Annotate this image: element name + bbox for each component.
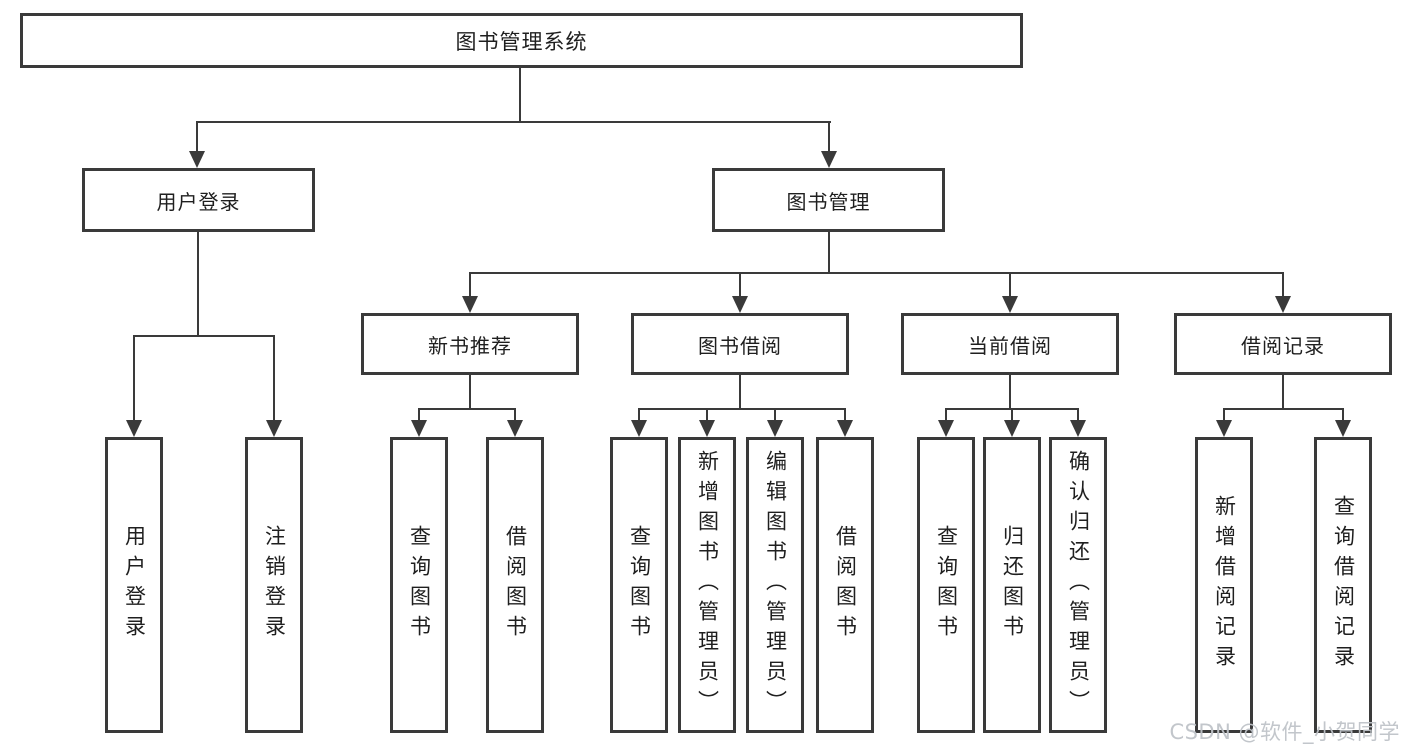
- connector-userlogin-drop: [197, 232, 199, 337]
- connector-borrow-rail: [638, 408, 846, 410]
- connector-records-stub-2: [1342, 408, 1344, 422]
- csdn-watermark: CSDN @软件_小贺同学: [1169, 720, 1400, 744]
- node-user-login-label: 用户登录: [156, 189, 241, 214]
- leaf-borrow-books-label: 借阅图书: [833, 525, 858, 645]
- arrowhead-icon: [1002, 296, 1018, 313]
- node-current-borrow-label: 当前借阅: [968, 333, 1052, 358]
- leaf-edit-book-admin-label: 编辑图书（管理员）: [763, 450, 788, 720]
- leaf-query-books-borrow-label: 查询图书: [627, 525, 652, 645]
- leaf-add-book-admin: 新增图书（管理员）: [678, 437, 736, 733]
- arrowhead-icon: [126, 420, 142, 437]
- node-user-login: 用户登录: [82, 168, 315, 232]
- connector-borrow-stub-1: [638, 408, 640, 422]
- connector-userlogin-stub-2: [273, 335, 275, 421]
- leaf-query-books-recommend: 查询图书: [390, 437, 448, 733]
- connector-records-drop: [1282, 375, 1284, 410]
- connector-l2-stub-left: [196, 121, 198, 152]
- node-book-borrow: 图书借阅: [631, 313, 849, 375]
- leaf-query-borrow-record: 查询借阅记录: [1314, 437, 1372, 733]
- leaf-edit-book-admin: 编辑图书（管理员）: [746, 437, 804, 733]
- arrowhead-icon: [631, 420, 647, 437]
- leaf-confirm-return-admin: 确认归还（管理员）: [1049, 437, 1107, 733]
- connector-bookmgmt-drop: [828, 232, 830, 274]
- leaf-query-books-borrow: 查询图书: [610, 437, 668, 733]
- node-book-management: 图书管理: [712, 168, 945, 232]
- leaf-query-books-recommend-label: 查询图书: [407, 525, 432, 645]
- connector-borrow-stub-2: [706, 408, 708, 422]
- connector-userlogin-stub-1: [133, 335, 135, 421]
- connector-root-drop: [519, 68, 521, 122]
- leaf-query-books-current-label: 查询图书: [934, 525, 959, 645]
- connector-l2-stub-right: [828, 121, 830, 152]
- connector-l3-rail: [469, 272, 1284, 274]
- node-root: 图书管理系统: [20, 13, 1023, 68]
- connector-current-stub-1: [945, 408, 947, 422]
- arrowhead-icon: [462, 296, 478, 313]
- connector-l3-stub-1: [469, 272, 471, 297]
- arrowhead-icon: [507, 420, 523, 437]
- arrowhead-icon: [1275, 296, 1291, 313]
- arrowhead-icon: [837, 420, 853, 437]
- connector-l3-stub-4: [1282, 272, 1284, 297]
- leaf-user-login: 用户登录: [105, 437, 163, 733]
- arrowhead-icon: [1004, 420, 1020, 437]
- leaf-query-books-current: 查询图书: [917, 437, 975, 733]
- connector-newbook-rail: [418, 408, 516, 410]
- connector-borrow-stub-3: [774, 408, 776, 422]
- leaf-borrow-books-recommend-label: 借阅图书: [503, 525, 528, 645]
- leaf-add-borrow-record: 新增借阅记录: [1195, 437, 1253, 733]
- leaf-add-borrow-record-label: 新增借阅记录: [1212, 495, 1237, 675]
- connector-newbook-stub-1: [418, 408, 420, 422]
- arrowhead-icon: [1335, 420, 1351, 437]
- connector-userlogin-rail: [133, 335, 275, 337]
- arrowhead-icon: [732, 296, 748, 313]
- leaf-borrow-books-recommend: 借阅图书: [486, 437, 544, 733]
- arrowhead-icon: [938, 420, 954, 437]
- arrowhead-icon: [1070, 420, 1086, 437]
- leaf-logout-label: 注销登录: [262, 525, 287, 645]
- arrowhead-icon: [411, 420, 427, 437]
- leaf-return-books-label: 归还图书: [1000, 525, 1025, 645]
- arrowhead-icon: [266, 420, 282, 437]
- connector-l2-rail: [196, 121, 831, 123]
- connector-current-drop: [1009, 375, 1011, 410]
- node-borrow-records-label: 借阅记录: [1241, 333, 1325, 358]
- connector-records-stub-1: [1223, 408, 1225, 422]
- connector-newbook-drop: [469, 375, 471, 410]
- arrowhead-icon: [821, 151, 837, 168]
- leaf-user-login-label: 用户登录: [122, 525, 147, 645]
- connector-borrow-stub-4: [844, 408, 846, 422]
- arrowhead-icon: [767, 420, 783, 437]
- leaf-confirm-return-admin-label: 确认归还（管理员）: [1066, 450, 1091, 720]
- leaf-logout: 注销登录: [245, 437, 303, 733]
- arrowhead-icon: [699, 420, 715, 437]
- arrowhead-icon: [189, 151, 205, 168]
- connector-newbook-stub-2: [514, 408, 516, 422]
- node-borrow-records: 借阅记录: [1174, 313, 1392, 375]
- connector-records-rail: [1223, 408, 1344, 410]
- node-book-borrow-label: 图书借阅: [698, 333, 782, 358]
- connector-current-stub-3: [1077, 408, 1079, 422]
- leaf-borrow-books: 借阅图书: [816, 437, 874, 733]
- connector-l3-stub-3: [1009, 272, 1011, 297]
- connector-borrow-drop: [739, 375, 741, 410]
- leaf-add-book-admin-label: 新增图书（管理员）: [695, 450, 720, 720]
- node-new-book-recommend: 新书推荐: [361, 313, 579, 375]
- node-book-management-label: 图书管理: [786, 189, 871, 214]
- arrowhead-icon: [1216, 420, 1232, 437]
- node-current-borrow: 当前借阅: [901, 313, 1119, 375]
- node-root-label: 图书管理系统: [455, 29, 588, 54]
- node-new-book-recommend-label: 新书推荐: [428, 333, 512, 358]
- connector-l3-stub-2: [739, 272, 741, 297]
- leaf-return-books: 归还图书: [983, 437, 1041, 733]
- connector-current-stub-2: [1011, 408, 1013, 422]
- leaf-query-borrow-record-label: 查询借阅记录: [1331, 495, 1356, 675]
